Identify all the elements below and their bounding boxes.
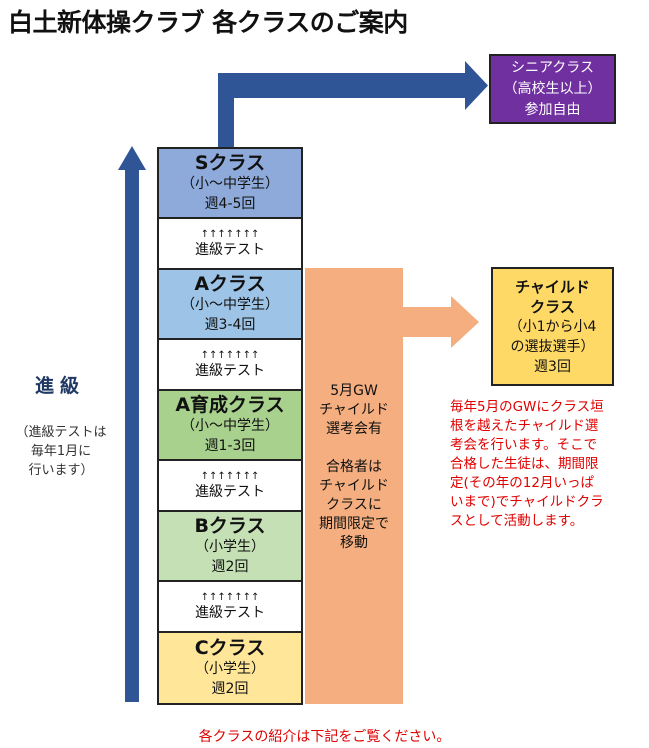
note-line: 行います）	[28, 463, 94, 478]
orange-line: 選考会有	[326, 421, 382, 437]
orange-line: 移動	[340, 535, 368, 551]
orange-line: チャイルド	[319, 478, 389, 494]
class-name: Bクラス	[194, 515, 266, 537]
page-title: 白土新体操クラブ 各クラスのご案内	[8, 8, 408, 37]
class-frequency: 週3-4回	[204, 317, 256, 333]
promotion-test-gap: ↑↑↑↑↑↑↑ 進級テスト	[157, 219, 303, 268]
orange-line: 合格者は	[326, 459, 382, 475]
up-arrows-icon: ↑↑↑↑↑↑↑	[200, 350, 260, 361]
child-selection-note: 毎年5月のGWにクラス垣 根を越えたチャイルド選 考会を行います。そこで 合格し…	[450, 398, 649, 531]
promotion-test-gap: ↑↑↑↑↑↑↑ 進級テスト	[157, 582, 303, 631]
class-frequency: 週2回	[211, 681, 249, 697]
child-name: チャイルド	[515, 277, 590, 296]
class-frequency: 週4-5回	[204, 196, 256, 212]
child-selection-box	[305, 268, 403, 704]
class-name: Aクラス	[194, 273, 266, 295]
child-grade: （小1から小4	[508, 318, 597, 335]
class-grade: （小〜中学生）	[181, 297, 279, 313]
class-name: Sクラス	[194, 152, 266, 174]
class-frequency: 週1-3回	[204, 438, 256, 454]
senior-arrow	[218, 61, 488, 148]
senior-name: シニアクラス	[510, 59, 595, 76]
senior-grade: （高校生以上）	[503, 80, 602, 97]
class-name: Cクラス	[194, 637, 266, 659]
senior-class-box: シニアクラス （高校生以上） 参加自由	[489, 54, 616, 124]
note-line: 考会を行います。そこで	[450, 437, 598, 453]
class-b: Bクラス （小学生） 週2回	[157, 510, 303, 582]
promotion-test-label: 進級テスト	[195, 484, 265, 500]
class-a: Aクラス （小〜中学生） 週3-4回	[157, 268, 303, 340]
note-line: 毎年5月のGWにクラス垣	[450, 399, 604, 415]
note-line: （進級テストは	[15, 425, 107, 440]
child-class-box: チャイルド クラス （小1から小4 の選抜選手） 週3回	[491, 267, 614, 386]
class-grade: （小学生）	[195, 539, 265, 555]
child-frequency: 週3回	[534, 358, 571, 375]
orange-line: チャイルド	[319, 402, 389, 418]
class-grade: （小〜中学生）	[181, 418, 279, 434]
up-arrows-icon: ↑↑↑↑↑↑↑	[200, 229, 260, 240]
orange-line: クラスに	[326, 497, 382, 513]
footer-note: 各クラスの紹介は下記をご覧ください。	[198, 729, 451, 745]
child-arrow	[403, 296, 479, 348]
class-frequency: 週2回	[211, 559, 249, 575]
up-arrows-icon: ↑↑↑↑↑↑↑	[200, 592, 260, 603]
senior-participation: 参加自由	[524, 101, 581, 118]
child-grade: の選抜選手）	[510, 338, 595, 355]
progression-note: （進級テストは 毎年1月に 行います）	[4, 423, 118, 480]
note-line: 定(その年の12月いっぱ	[450, 475, 594, 491]
note-line: 合格した生徒は、期間限	[450, 456, 599, 472]
note-line: スとして活動します。	[450, 513, 584, 529]
class-c: Cクラス （小学生） 週2回	[157, 631, 303, 705]
note-line: 毎年1月に	[30, 444, 92, 459]
class-grade: （小学生）	[195, 661, 265, 677]
orange-line: 5月GW	[330, 383, 378, 399]
class-name: A育成クラス	[175, 394, 285, 416]
class-grade: （小〜中学生）	[181, 176, 279, 192]
promotion-test-label: 進級テスト	[195, 242, 265, 258]
child-selection-text: 5月GW チャイルド 選考会有 合格者は チャイルド クラスに 期間限定で 移動	[305, 382, 403, 553]
promotion-test-label: 進級テスト	[195, 605, 265, 621]
orange-spacer	[305, 439, 403, 458]
class-s: Sクラス （小〜中学生） 週4-5回	[157, 147, 303, 219]
note-line: いまで)でチャイルドクラ	[450, 494, 604, 510]
promotion-test-gap: ↑↑↑↑↑↑↑ 進級テスト	[157, 461, 303, 510]
progression-label: 進級	[34, 375, 85, 397]
child-name: クラス	[530, 297, 575, 316]
progression-arrow	[118, 146, 146, 702]
note-line: 根を越えたチャイルド選	[450, 418, 599, 434]
promotion-test-label: 進級テスト	[195, 363, 265, 379]
class-a-training: A育成クラス （小〜中学生） 週1-3回	[157, 389, 303, 461]
orange-line: 期間限定で	[319, 516, 389, 532]
up-arrows-icon: ↑↑↑↑↑↑↑	[200, 471, 260, 482]
promotion-test-gap: ↑↑↑↑↑↑↑ 進級テスト	[157, 340, 303, 389]
